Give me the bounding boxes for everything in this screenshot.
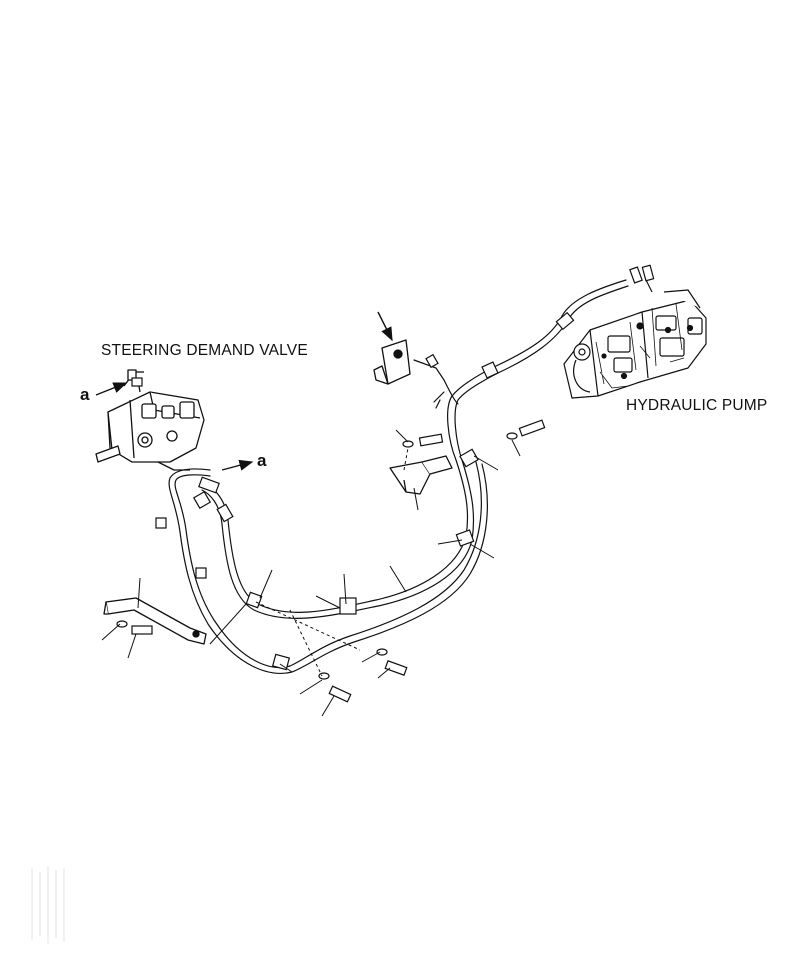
bracket-middle [389,455,453,495]
hose-lines [168,279,629,675]
bracket-lower-left [103,597,207,645]
leader-lines [101,429,521,717]
steering-demand-valve-label: STEERING DEMAND VALVE [101,342,308,359]
steering-demand-valve [95,369,205,471]
marker-a-left: a [80,385,90,404]
hose-lower-outer [174,461,482,669]
hose-main-outer [205,279,627,613]
view-arrow-a-right: a [221,451,267,471]
hydraulic-pump [563,264,707,399]
bolts-washers [116,377,546,703]
view-arrow-a-left: a [80,382,128,404]
hose-clamps [155,266,643,671]
hose-lower-inner [168,463,488,675]
scan-artifact [31,866,65,944]
bracket-upper [373,311,411,385]
marker-a-right: a [257,451,267,470]
hydraulic-pump-label: HYDRAULIC PUMP [626,397,768,414]
hose-main-inner [201,285,629,619]
